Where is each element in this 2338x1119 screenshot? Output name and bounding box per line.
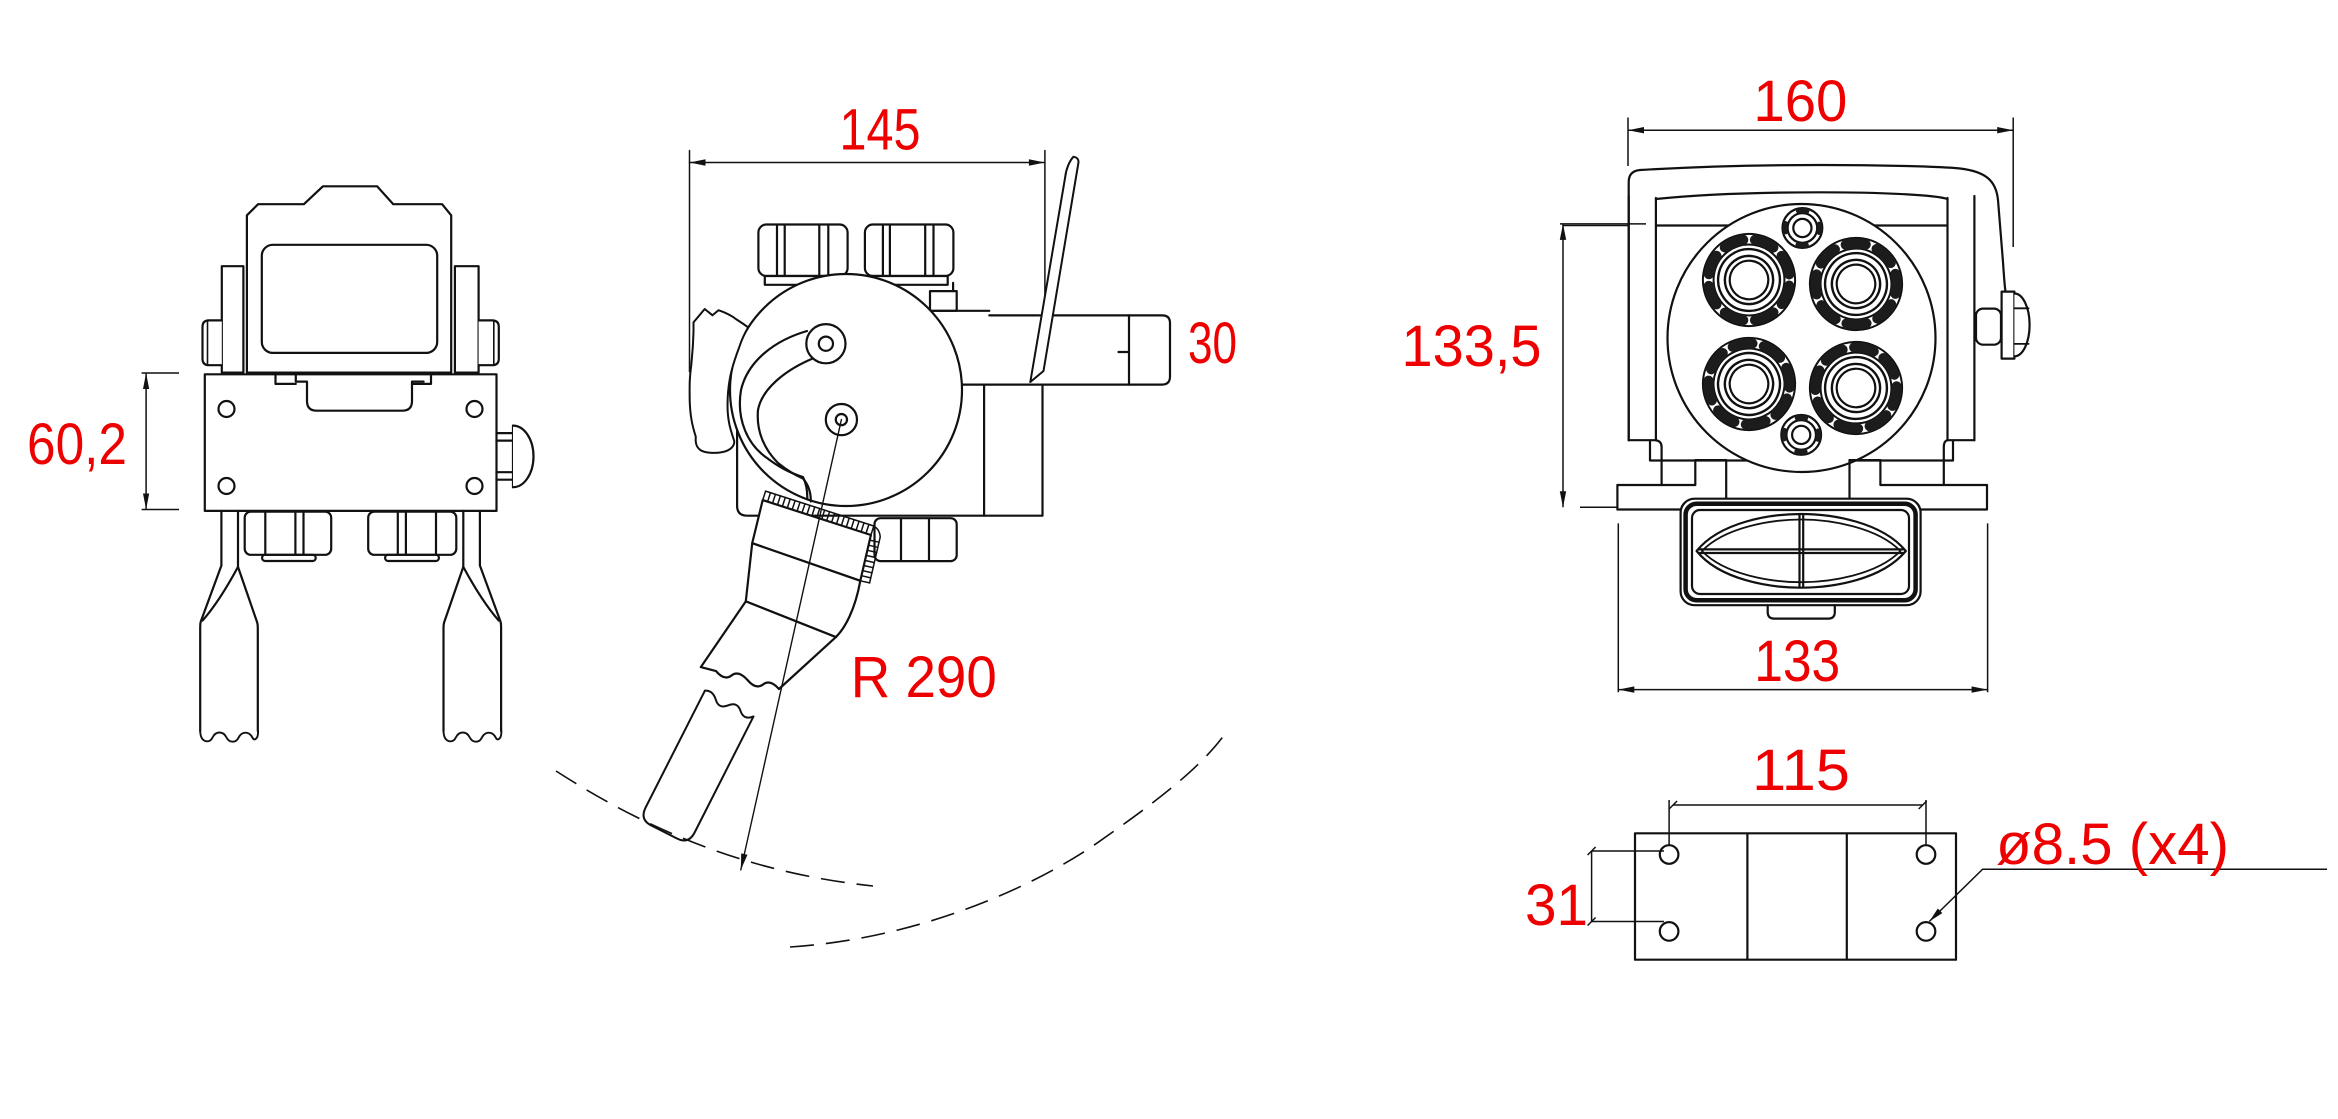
svg-text:115: 115 bbox=[1752, 738, 1850, 803]
svg-text:R 290: R 290 bbox=[851, 645, 997, 710]
svg-text:ø8.5 (x4): ø8.5 (x4) bbox=[1996, 812, 2229, 877]
svg-text:60,2: 60,2 bbox=[27, 412, 127, 477]
svg-text:31: 31 bbox=[1525, 873, 1588, 938]
svg-text:145: 145 bbox=[840, 98, 921, 163]
svg-text:160: 160 bbox=[1753, 69, 1847, 134]
svg-text:133: 133 bbox=[1754, 629, 1840, 694]
svg-text:30: 30 bbox=[1188, 311, 1237, 376]
svg-text:133,5: 133,5 bbox=[1402, 314, 1542, 379]
